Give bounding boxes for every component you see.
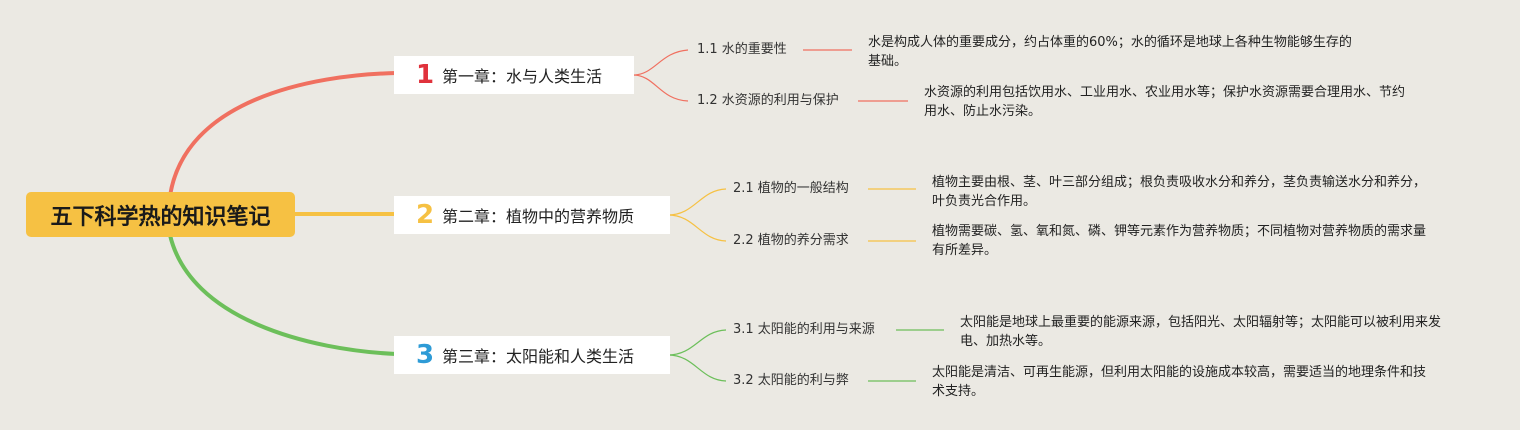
- connector-3-to-3-1: [667, 329, 727, 356]
- connector-1-to-1-1: [632, 49, 689, 76]
- chapter-3-node[interactable]: 3 第三章：太阳能和人类生活: [394, 336, 670, 374]
- subtopic-2-1[interactable]: 2.1 植物的一般结构: [733, 181, 849, 196]
- chapter-1-title: 第一章：水与人类生活: [442, 67, 603, 86]
- subtopic-3-2[interactable]: 3.2 太阳能的利与弊: [733, 373, 849, 388]
- subtopic-1-1-desc: 水是构成人体的重要成分，约占体重的60%；水的循环是地球上各种生物能够生存的基础…: [868, 35, 1352, 69]
- subtopic-3-1[interactable]: 3.1 太阳能的利用与来源: [733, 322, 875, 337]
- connector-2-to-2-1: [667, 188, 727, 216]
- connector-root-chapter-1: [168, 71, 398, 198]
- subtopic-1-2-desc: 水资源的利用包括饮用水、工业用水、农业用水等；保护水资源需要合理用水、节约用水、…: [924, 85, 1406, 119]
- chapter-2-node[interactable]: 2 第二章：植物中的营养物质: [394, 196, 670, 234]
- subtopic-2-1-desc: 植物主要由根、茎、叶三部分组成；根负责吸收水分和养分，茎负责输送水分和养分，叶负…: [932, 175, 1427, 209]
- chapter-3-title: 第三章：太阳能和人类生活: [442, 347, 635, 366]
- chapter-2-number: 2: [415, 200, 435, 230]
- subtopic-3-1-desc: 太阳能是地球上最重要的能源来源，包括阳光、太阳辐射等；太阳能可以被利用来发电、加…: [960, 315, 1442, 349]
- chapter-1-node[interactable]: 1 第一章：水与人类生活: [394, 56, 634, 94]
- subtopic-2-2-desc: 植物需要碳、氢、氧和氮、磷、钾等元素作为营养物质；不同植物对营养物质的需求量有所…: [932, 224, 1427, 258]
- connector-root-chapter-3: [168, 233, 398, 356]
- chapter-3-number: 3: [415, 340, 435, 370]
- root-title: 五下科学热的知识笔记: [50, 204, 271, 230]
- connector-2-to-2-2: [667, 214, 727, 242]
- connector-3-to-3-2: [667, 354, 727, 382]
- subtopic-1-1[interactable]: 1.1 水的重要性: [697, 42, 787, 57]
- root-topic[interactable]: 五下科学热的知识笔记: [26, 192, 295, 237]
- subtopic-1-2[interactable]: 1.2 水资源的利用与保护: [697, 93, 839, 108]
- connector-1-to-1-2: [632, 74, 689, 102]
- subtopic-3-2-desc: 太阳能是清洁、可再生能源，但利用太阳能的设施成本较高，需要适当的地理条件和技术支…: [932, 365, 1427, 399]
- chapter-2-title: 第二章：植物中的营养物质: [442, 207, 635, 226]
- subtopic-2-2[interactable]: 2.2 植物的养分需求: [733, 233, 849, 248]
- chapter-1-number: 1: [415, 60, 435, 90]
